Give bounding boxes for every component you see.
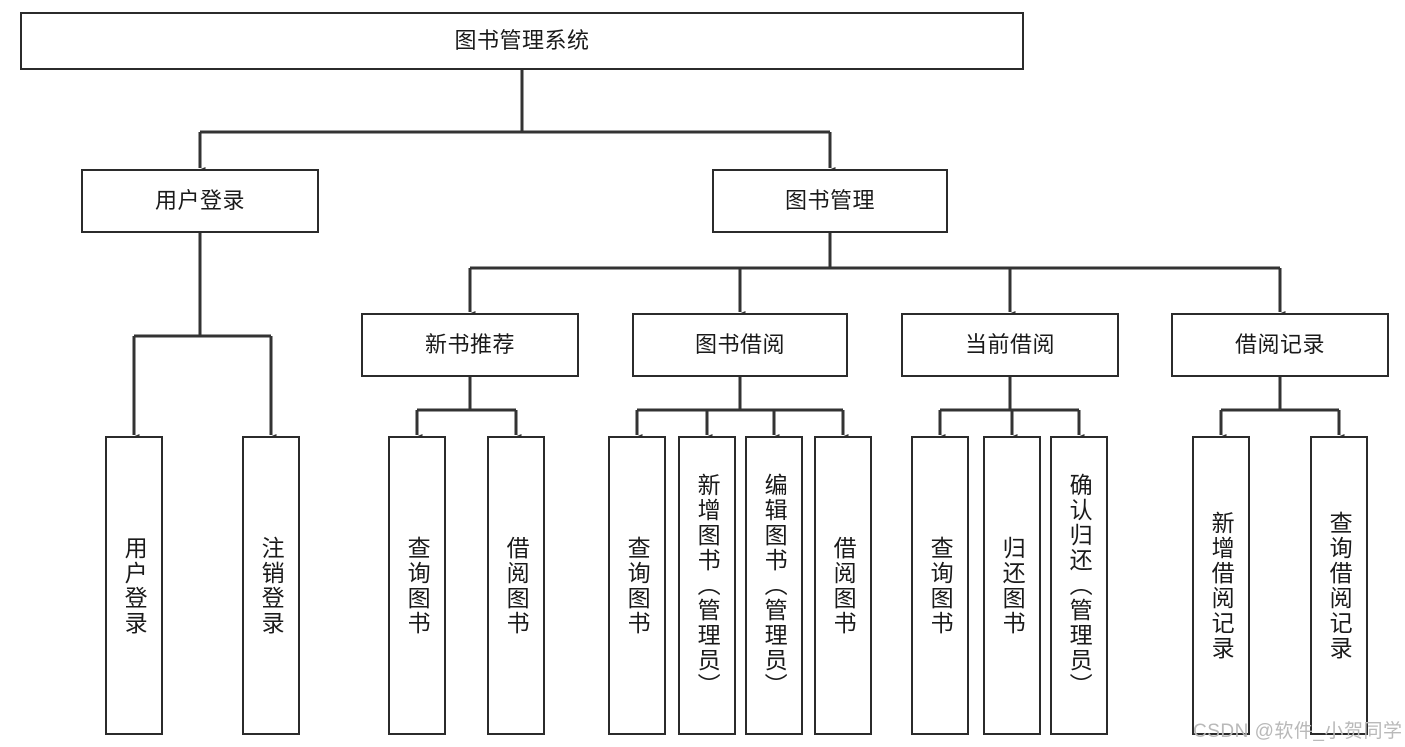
node-leaf-confirm-return[interactable]: 确认归还（管理员） — [1050, 436, 1108, 735]
node-root[interactable]: 图书管理系统 — [20, 12, 1024, 70]
node-leaf-borrow-book-2[interactable]: 借阅图书 — [814, 436, 872, 735]
node-label: 编辑图书（管理员） — [761, 473, 788, 698]
node-leaf-add-book[interactable]: 新增图书（管理员） — [678, 436, 736, 735]
node-label: 新书推荐 — [424, 331, 515, 357]
node-new-book-rec[interactable]: 新书推荐 — [361, 313, 579, 377]
edge-group — [128, 70, 1345, 443]
node-leaf-query-book-3[interactable]: 查询图书 — [911, 436, 969, 735]
node-label: 图书借阅 — [694, 331, 785, 357]
node-label: 当前借阅 — [964, 331, 1055, 357]
node-label: 借阅记录 — [1234, 331, 1325, 357]
node-leaf-return-book[interactable]: 归还图书 — [983, 436, 1041, 735]
node-label: 查询图书 — [927, 535, 954, 636]
node-label: 查询借阅记录 — [1326, 510, 1353, 661]
node-label: 借阅图书 — [503, 535, 530, 636]
node-label: 查询图书 — [404, 535, 431, 636]
node-label: 注销登录 — [258, 535, 285, 636]
node-borrow-record[interactable]: 借阅记录 — [1171, 313, 1389, 377]
node-label: 确认归还（管理员） — [1066, 473, 1093, 698]
node-label: 新增图书（管理员） — [694, 473, 721, 698]
node-leaf-query-record[interactable]: 查询借阅记录 — [1310, 436, 1368, 735]
node-book-borrow[interactable]: 图书借阅 — [632, 313, 848, 377]
node-leaf-borrow-book-1[interactable]: 借阅图书 — [487, 436, 545, 735]
node-label: 新增借阅记录 — [1208, 510, 1235, 661]
node-label: 图书管理系统 — [454, 27, 590, 53]
node-label: 借阅图书 — [830, 535, 857, 636]
node-label: 图书管理 — [784, 187, 875, 213]
node-label: 归还图书 — [999, 535, 1026, 636]
node-leaf-user-login[interactable]: 用户登录 — [105, 436, 163, 735]
node-label: 用户登录 — [121, 535, 148, 636]
node-leaf-query-book-1[interactable]: 查询图书 — [388, 436, 446, 735]
node-book-manage[interactable]: 图书管理 — [712, 169, 948, 233]
node-label: 查询图书 — [624, 535, 651, 636]
node-user-login[interactable]: 用户登录 — [81, 169, 319, 233]
node-leaf-query-book-2[interactable]: 查询图书 — [608, 436, 666, 735]
node-leaf-edit-book[interactable]: 编辑图书（管理员） — [745, 436, 803, 735]
csdn-watermark: CSDN @软件_小贺同学 — [1193, 721, 1403, 742]
node-current-borrow[interactable]: 当前借阅 — [901, 313, 1119, 377]
node-leaf-add-record[interactable]: 新增借阅记录 — [1192, 436, 1250, 735]
node-leaf-logout[interactable]: 注销登录 — [242, 436, 300, 735]
node-label: 用户登录 — [154, 187, 245, 213]
